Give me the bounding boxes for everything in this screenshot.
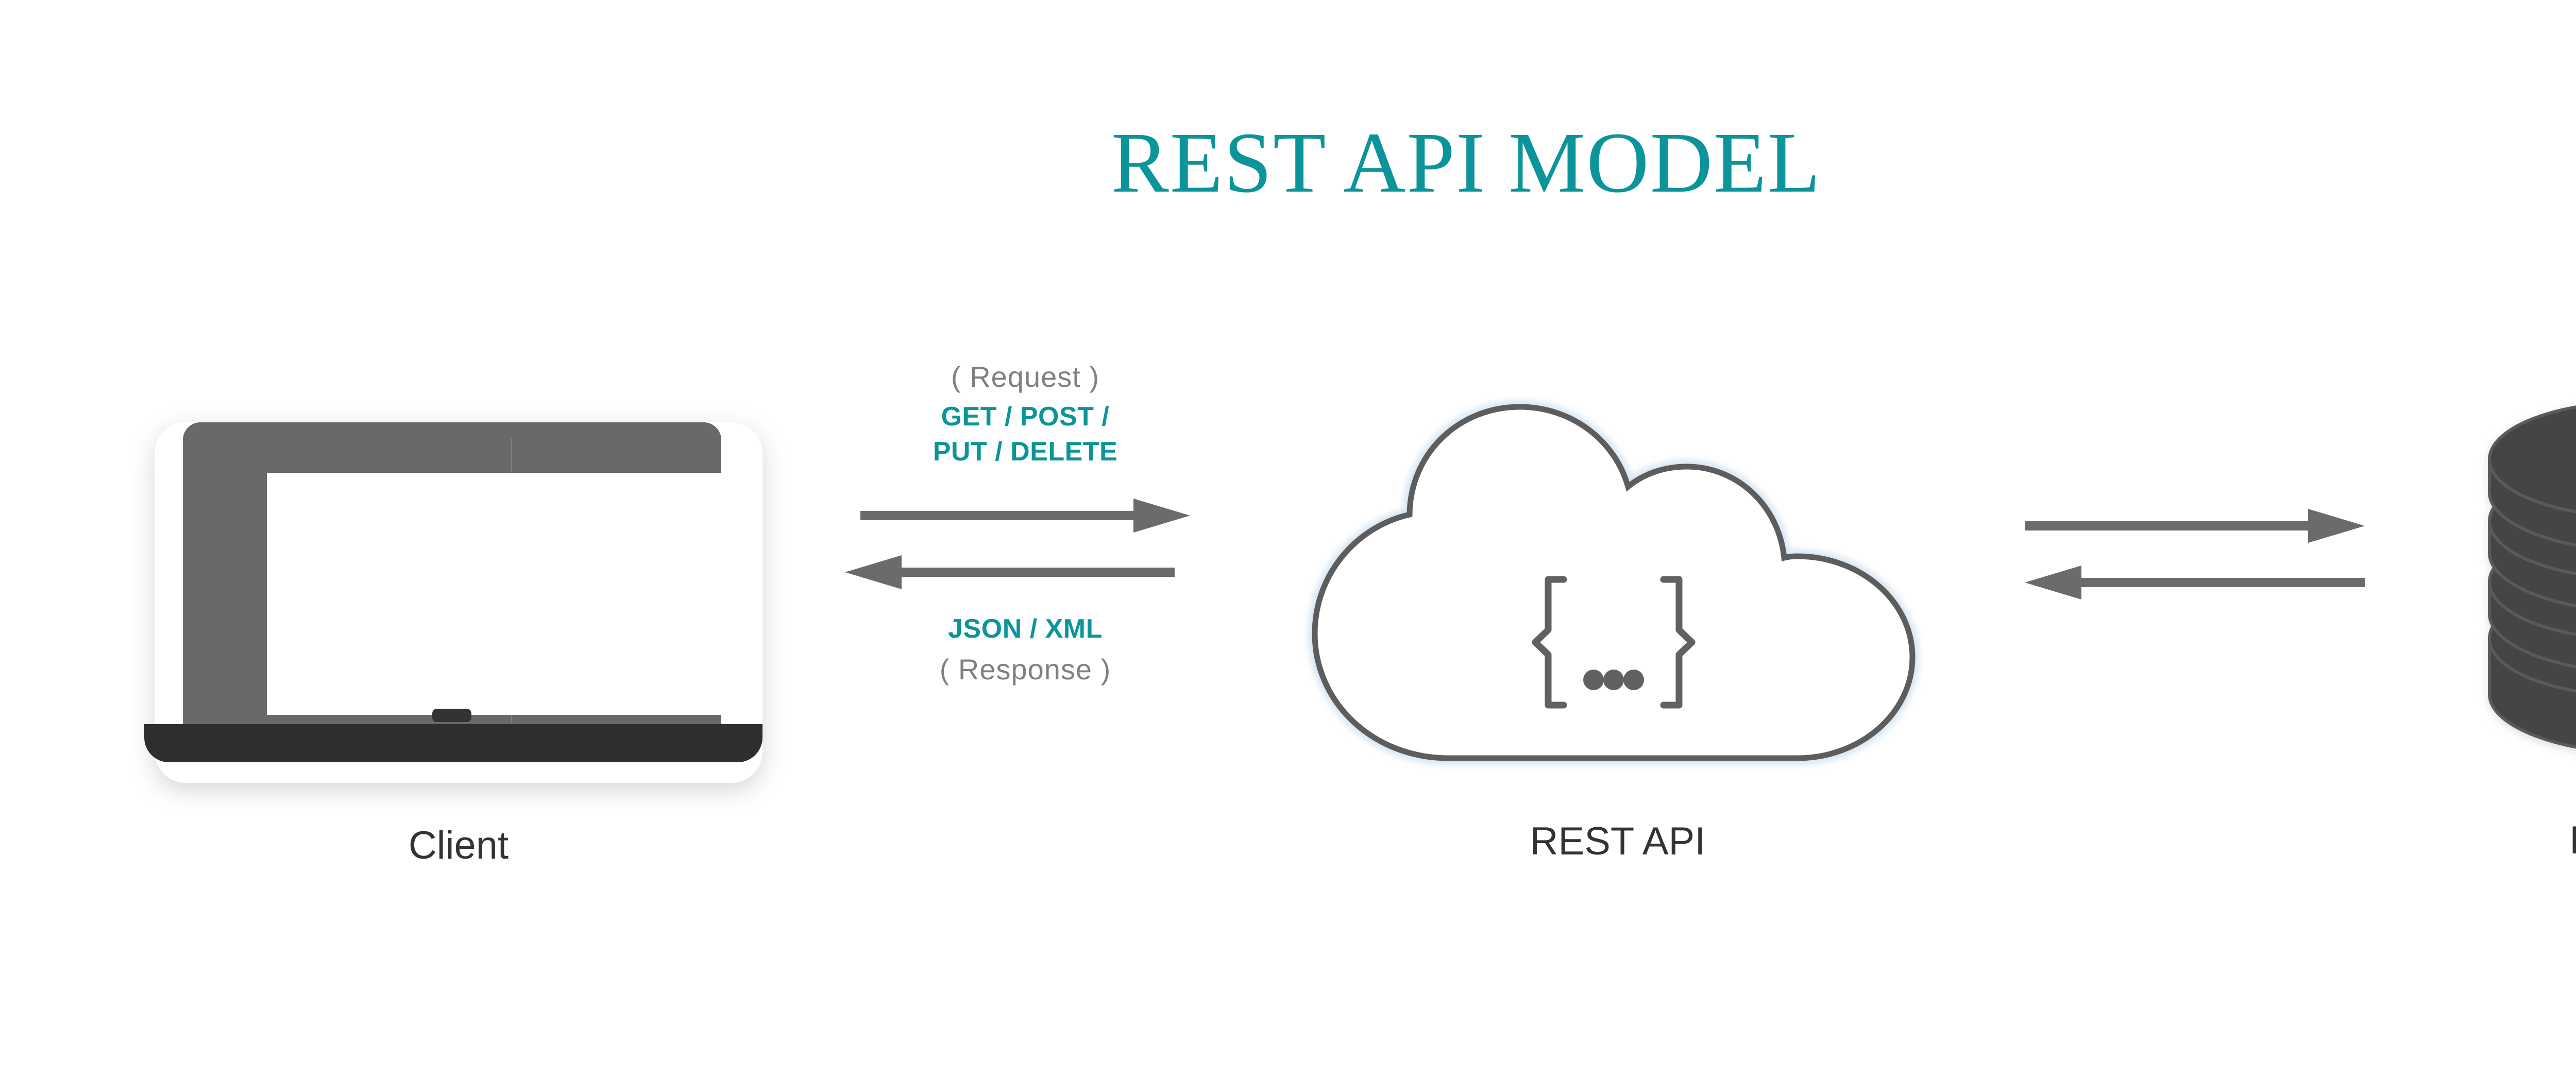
laptop-icon (183, 422, 756, 778)
rest-api-node (1267, 391, 1968, 798)
arrow-left-icon (845, 551, 1175, 595)
api-database-arrow-group (2025, 494, 2416, 670)
laptop-screen (267, 473, 756, 715)
laptop-seam (511, 438, 512, 778)
database-node (2468, 381, 2576, 773)
page-title: REST API MODEL (1111, 115, 1822, 211)
client-node (124, 407, 793, 788)
arrow-left-icon (2025, 561, 2365, 605)
database-label: Database (2468, 818, 2576, 863)
client-label: Client (408, 824, 509, 867)
laptop-trackpad-notch (432, 709, 471, 722)
response-format-label: JSON / XML (948, 614, 1103, 644)
request-caption: ( Request ) (951, 361, 1099, 393)
response-caption: ( Response ) (939, 653, 1111, 686)
ellipsis-dots (1583, 670, 1644, 690)
http-verbs-line-2: PUT / DELETE (933, 437, 1118, 467)
client-api-message-group: ( Request ) GET / POST / PUT / DELETE JS… (804, 361, 1247, 803)
arrow-right-icon (2025, 505, 2365, 549)
cloud-icon (1312, 404, 1916, 761)
database-cylinder-icon (2488, 405, 2576, 749)
rest-api-label: REST API (1530, 819, 1706, 863)
laptop-base (144, 724, 762, 762)
json-braces-glyph (1532, 576, 1696, 709)
http-verbs-line-1: GET / POST / (941, 402, 1110, 432)
arrow-right-icon (860, 494, 1190, 538)
